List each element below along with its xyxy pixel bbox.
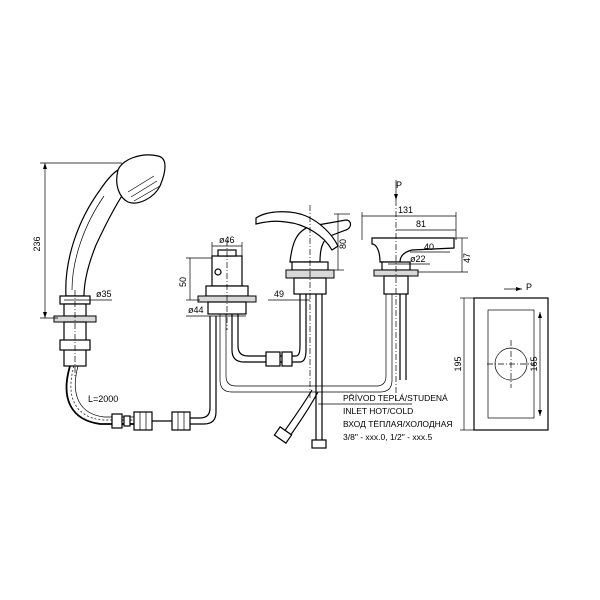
mounting-plate: P 195 165	[453, 282, 549, 431]
dim-236: 236	[32, 162, 122, 319]
dim-195-label: 195	[453, 356, 463, 371]
hand-shower	[53, 154, 166, 376]
dim-40-label: 40	[424, 242, 434, 252]
diverter: ø46 50 ø44	[178, 235, 257, 330]
note-line-english: INLET HOT/COLD	[343, 406, 413, 416]
inlet-note: PŘÍVOD TEPLÁ/STUDENÁ INLET HOT/COLD ВХОД…	[318, 393, 453, 442]
dim-35: ø35	[64, 289, 112, 301]
p-marker-plate: P	[526, 282, 532, 292]
spout: 80 49	[255, 205, 352, 400]
shower-hose: L=2000	[65, 316, 217, 431]
note-line-thread: 3/8" - xxx.0, 1/2" - xxx.5	[343, 432, 432, 442]
p-marker-top: P	[396, 180, 402, 190]
dim-22-label: ø22	[410, 254, 426, 264]
dim-80-label: 80	[338, 239, 348, 249]
dim-131-label: 131	[398, 205, 413, 215]
dim-81-label: 81	[416, 219, 426, 229]
handle: P 131 81 40 ø22 47	[361, 180, 472, 400]
dim-35-label: ø35	[96, 289, 112, 299]
dim-49-label: 49	[274, 289, 284, 299]
hose-length-label: L=2000	[88, 394, 118, 404]
dim-46-label: ø46	[219, 235, 235, 245]
note-line-russian: ВХОД ТЁПЛАЯ/ХОЛОДНАЯ	[343, 419, 453, 429]
supply-pipes	[219, 294, 407, 449]
dim-50-label: 50	[178, 277, 188, 287]
dim-165-label: 165	[529, 356, 539, 371]
note-line-czech: PŘÍVOD TEPLÁ/STUDENÁ	[343, 393, 448, 403]
dim-236-label: 236	[32, 236, 42, 251]
dim-44-label: ø44	[188, 305, 204, 315]
dim-47-label: 47	[462, 253, 472, 263]
